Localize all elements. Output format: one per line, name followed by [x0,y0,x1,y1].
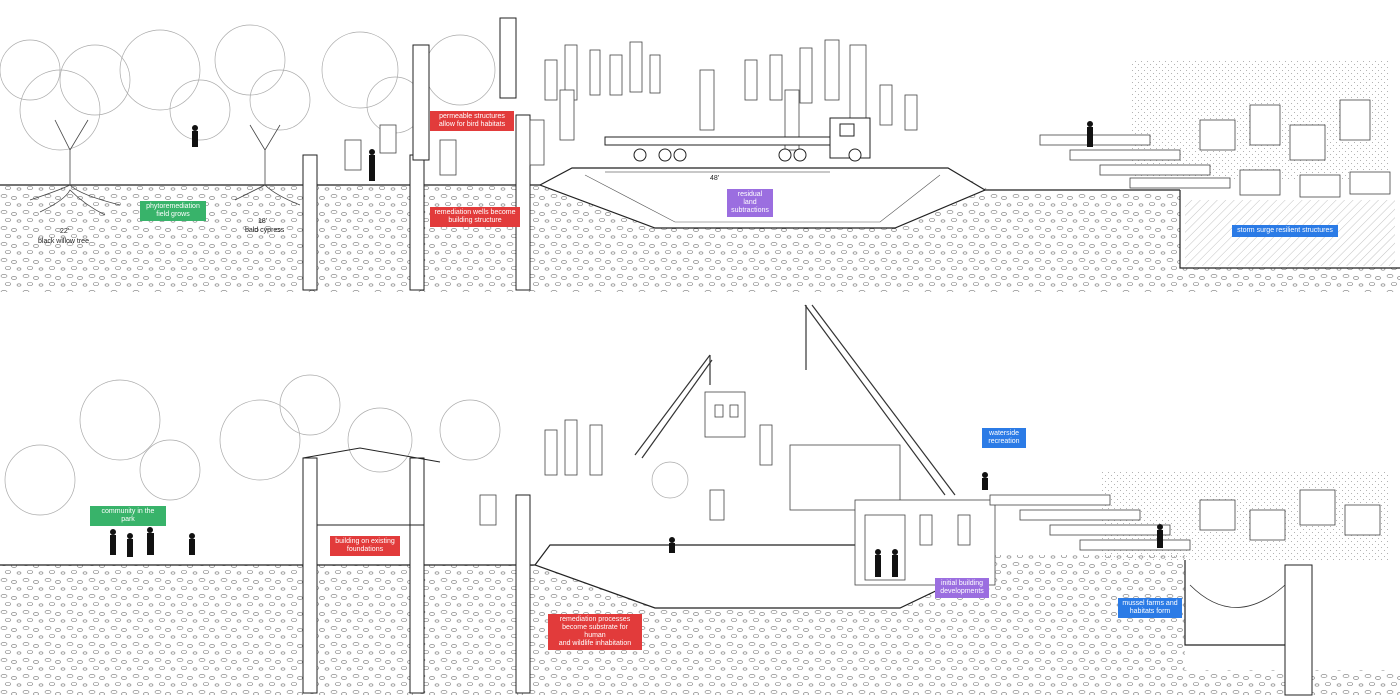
label-remediation-processes: remediation processes become substrate f… [548,614,642,650]
top-city-blocks [344,39,918,176]
label-waterside: waterside recreation [982,428,1026,448]
bottom-terraces [989,470,1390,696]
top-terraces [1039,60,1391,198]
bottom-soil [0,555,1400,695]
cypress-dimension: 18' [258,218,268,225]
bottom-buildings [479,391,996,586]
foundation-frame [302,447,531,694]
truck-dimension: 48' [710,175,720,182]
top-people [192,121,1093,181]
label-phytoremediation: phytoremediation field grows [140,201,206,221]
top-wells [302,17,531,291]
mussel-net [1189,584,1286,608]
label-residual-land: residual land subtractions [727,189,773,217]
willow-dimension: 22' [60,228,70,235]
label-mussel-farms: mussel farms and habitats form [1118,598,1182,618]
label-building-foundations: building on existing foundations [330,536,400,556]
top-soil [0,170,1400,292]
bottom-people [110,472,1163,577]
label-initial-building: initial building developments [935,578,989,598]
label-community: community in the park [90,506,166,526]
bottom-section [0,304,1400,696]
cranes [634,304,956,496]
top-section [0,17,1400,292]
label-remediation-wells: remediation wells become building struct… [430,207,520,227]
flatbed-truck [604,117,871,162]
label-permeable-structures: permeable structures allow for bird habi… [430,111,514,131]
willow-name: black willow tree [38,238,89,245]
bottom-trees [4,374,689,516]
label-storm-surge: storm surge resilient structures [1232,225,1338,237]
cypress-name: bald cypress [245,227,285,234]
